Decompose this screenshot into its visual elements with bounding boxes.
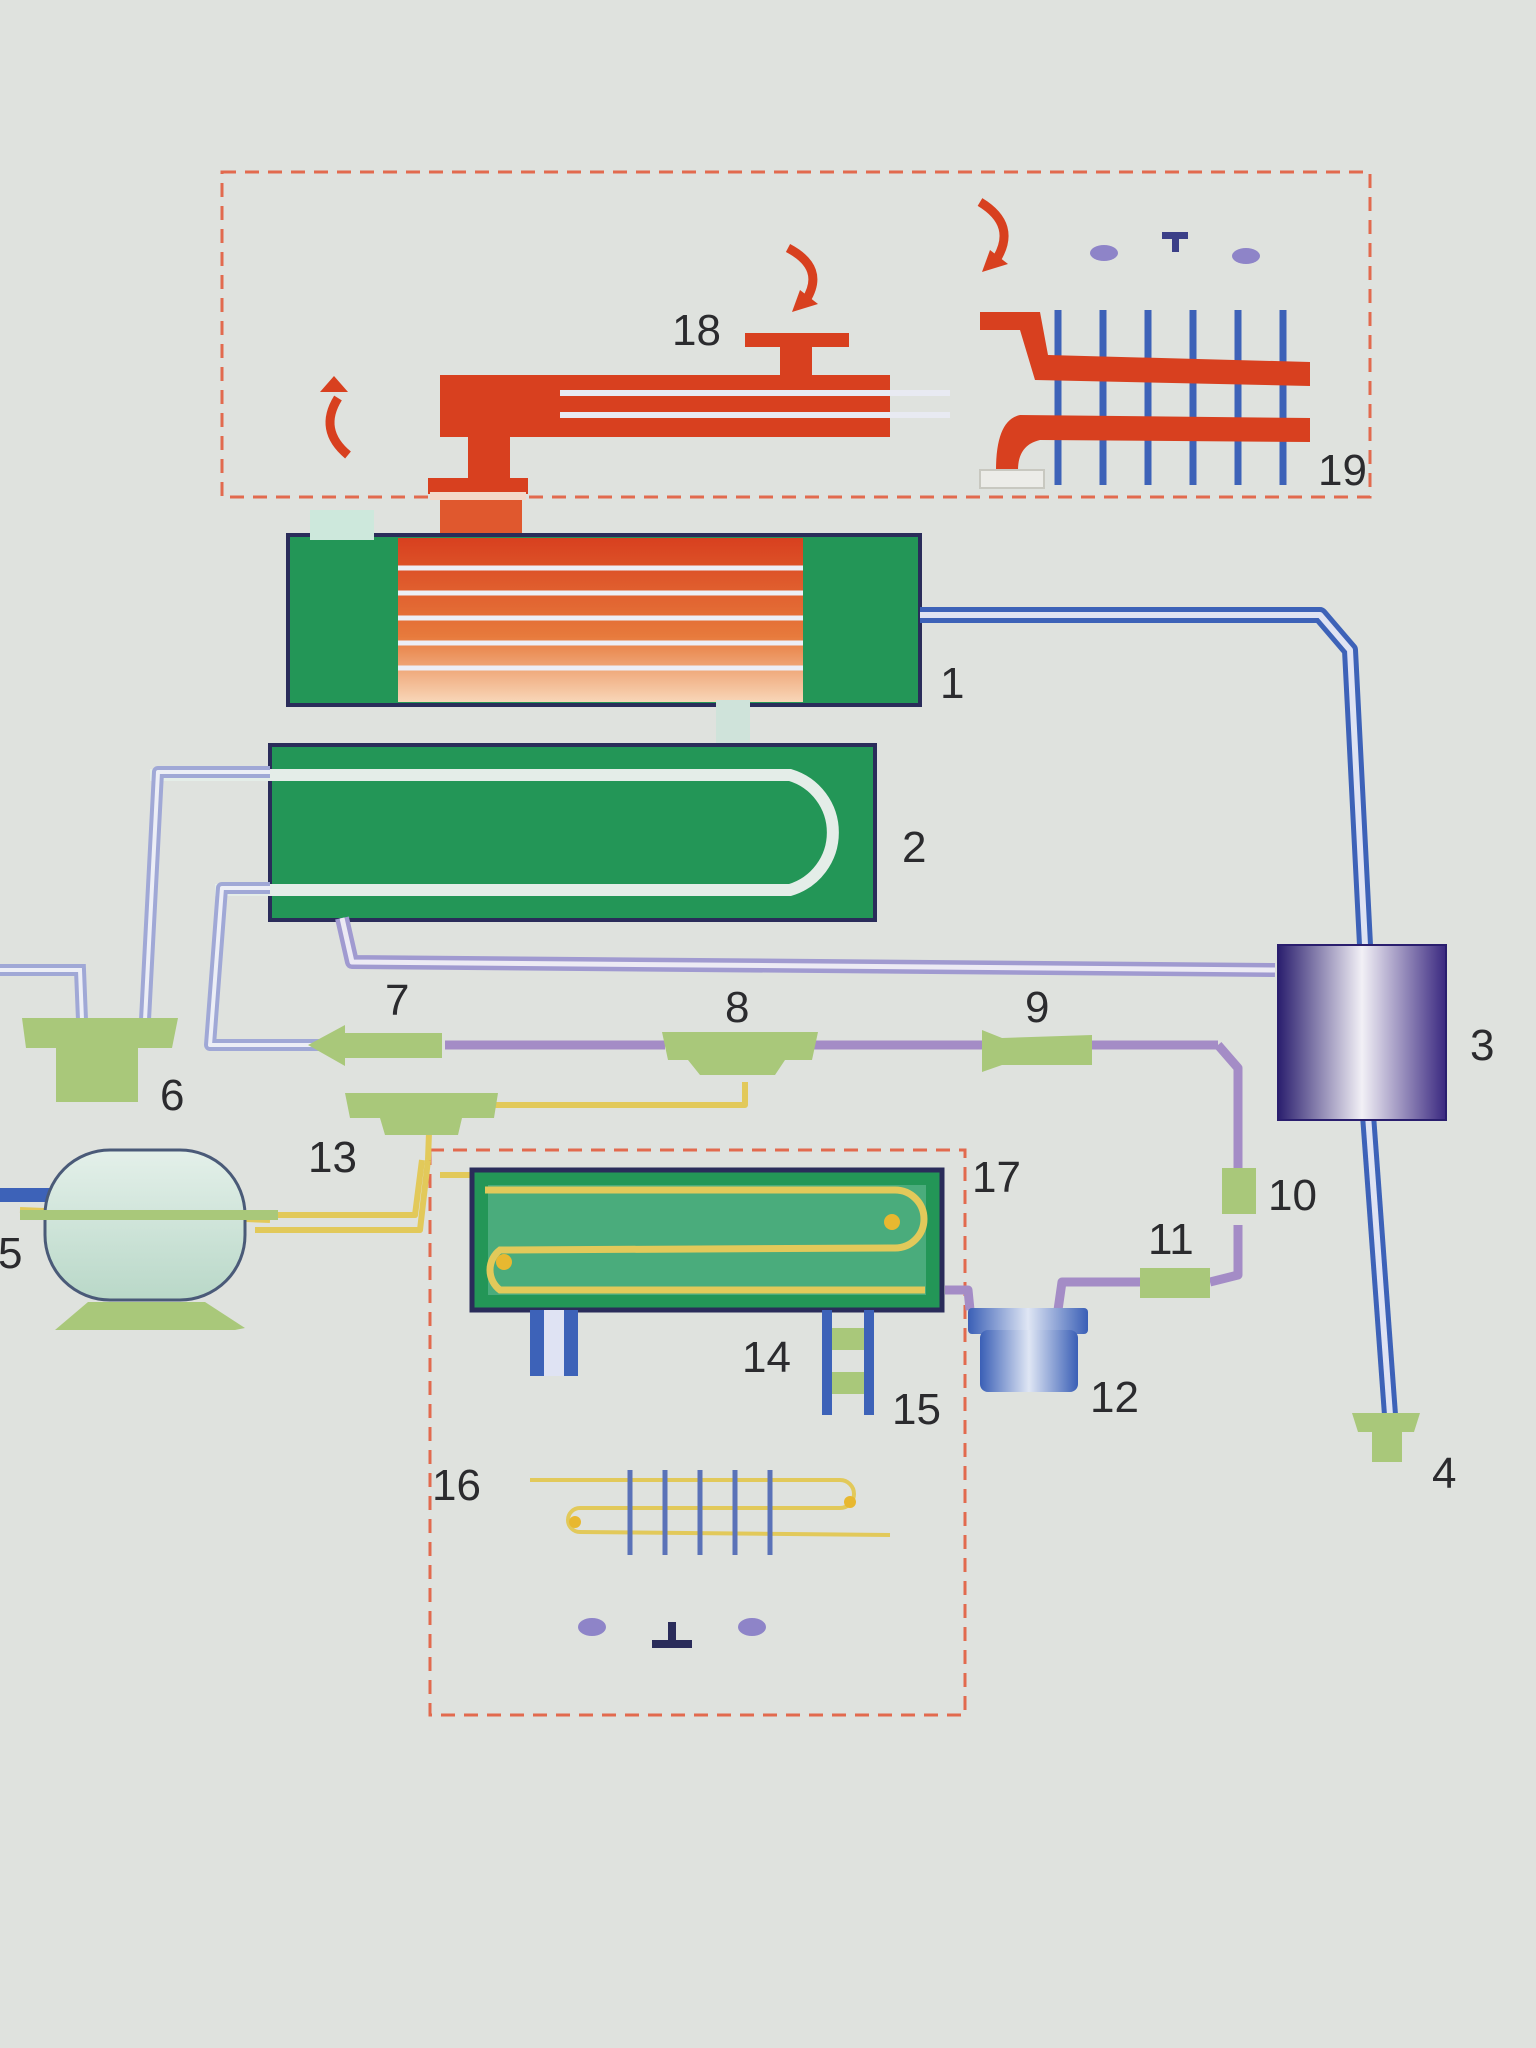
heat-flow-arrow-icon [785, 244, 818, 303]
label-17: 17 [972, 1153, 1021, 1202]
label-18: 18 [672, 306, 721, 355]
heat-flow-arrow-icon [792, 290, 818, 312]
label-16: 16 [432, 1461, 481, 1510]
label-19: 19 [1318, 446, 1367, 495]
label-15: 15 [892, 1385, 941, 1434]
fitting-11 [1140, 1268, 1210, 1298]
label-12: 12 [1090, 1373, 1139, 1422]
refrigeration-compressor [0, 1148, 278, 1330]
air-to-air-heat-exchanger [286, 510, 922, 752]
water-cooled-condenser [469, 1167, 945, 1376]
evaporator-outlet-line [139, 766, 270, 1021]
label-6: 6 [160, 1071, 184, 1120]
label-2: 2 [902, 823, 926, 872]
label-11: 11 [1148, 1215, 1194, 1264]
drain-outlet-4 [1352, 1413, 1420, 1462]
fitting-10 [1222, 1168, 1256, 1214]
heat-flow-arrow-icon [977, 198, 1009, 263]
fitting-9 [982, 1030, 1092, 1072]
expansion-valve-arrow-7 [308, 1025, 442, 1066]
moisture-separator [1277, 944, 1447, 1121]
hot-air-outlet-fitting [745, 333, 849, 376]
separator-return-pipe [335, 916, 1276, 977]
evaporator-inlet-line [204, 882, 320, 1051]
hot-air-pipe [428, 375, 950, 540]
heat-flow-arrow-icon [320, 376, 348, 392]
hot-air-boundary-box [220, 170, 1372, 499]
label-5: 5 [0, 1229, 22, 1278]
fitting-8 [662, 1032, 818, 1075]
dried-air-outlet-pipe [1360, 1114, 1398, 1416]
fitting-13 [345, 1093, 498, 1135]
air-cooled-condenser [979, 310, 1310, 489]
label-3: 3 [1470, 1021, 1494, 1070]
label-9: 9 [1025, 983, 1049, 1032]
label-14: 14 [742, 1333, 791, 1382]
strainer-12 [968, 1308, 1088, 1392]
fitting-6 [22, 1018, 178, 1102]
label-8: 8 [725, 983, 749, 1032]
heat-flow-arrow-icon [982, 250, 1008, 272]
label-7: 7 [385, 976, 409, 1025]
service-valve-14 [822, 1310, 874, 1370]
refrigeration-boundary-box [428, 1148, 967, 1717]
evaporator [150, 743, 877, 922]
label-4: 4 [1432, 1449, 1456, 1498]
heat-flow-arrow-icon [325, 395, 352, 459]
left-edge-pipe [0, 964, 88, 1021]
label-1: 1 [940, 659, 964, 708]
fan-icon [578, 1618, 766, 1648]
label-13: 13 [308, 1133, 357, 1182]
cooling-coil-16 [530, 1470, 891, 1555]
liquid-line [445, 1040, 1243, 1311]
fan-icon [1090, 232, 1260, 264]
air-inlet-pipe [920, 607, 1373, 946]
service-valve-15 [822, 1365, 874, 1415]
label-10: 10 [1268, 1171, 1317, 1220]
